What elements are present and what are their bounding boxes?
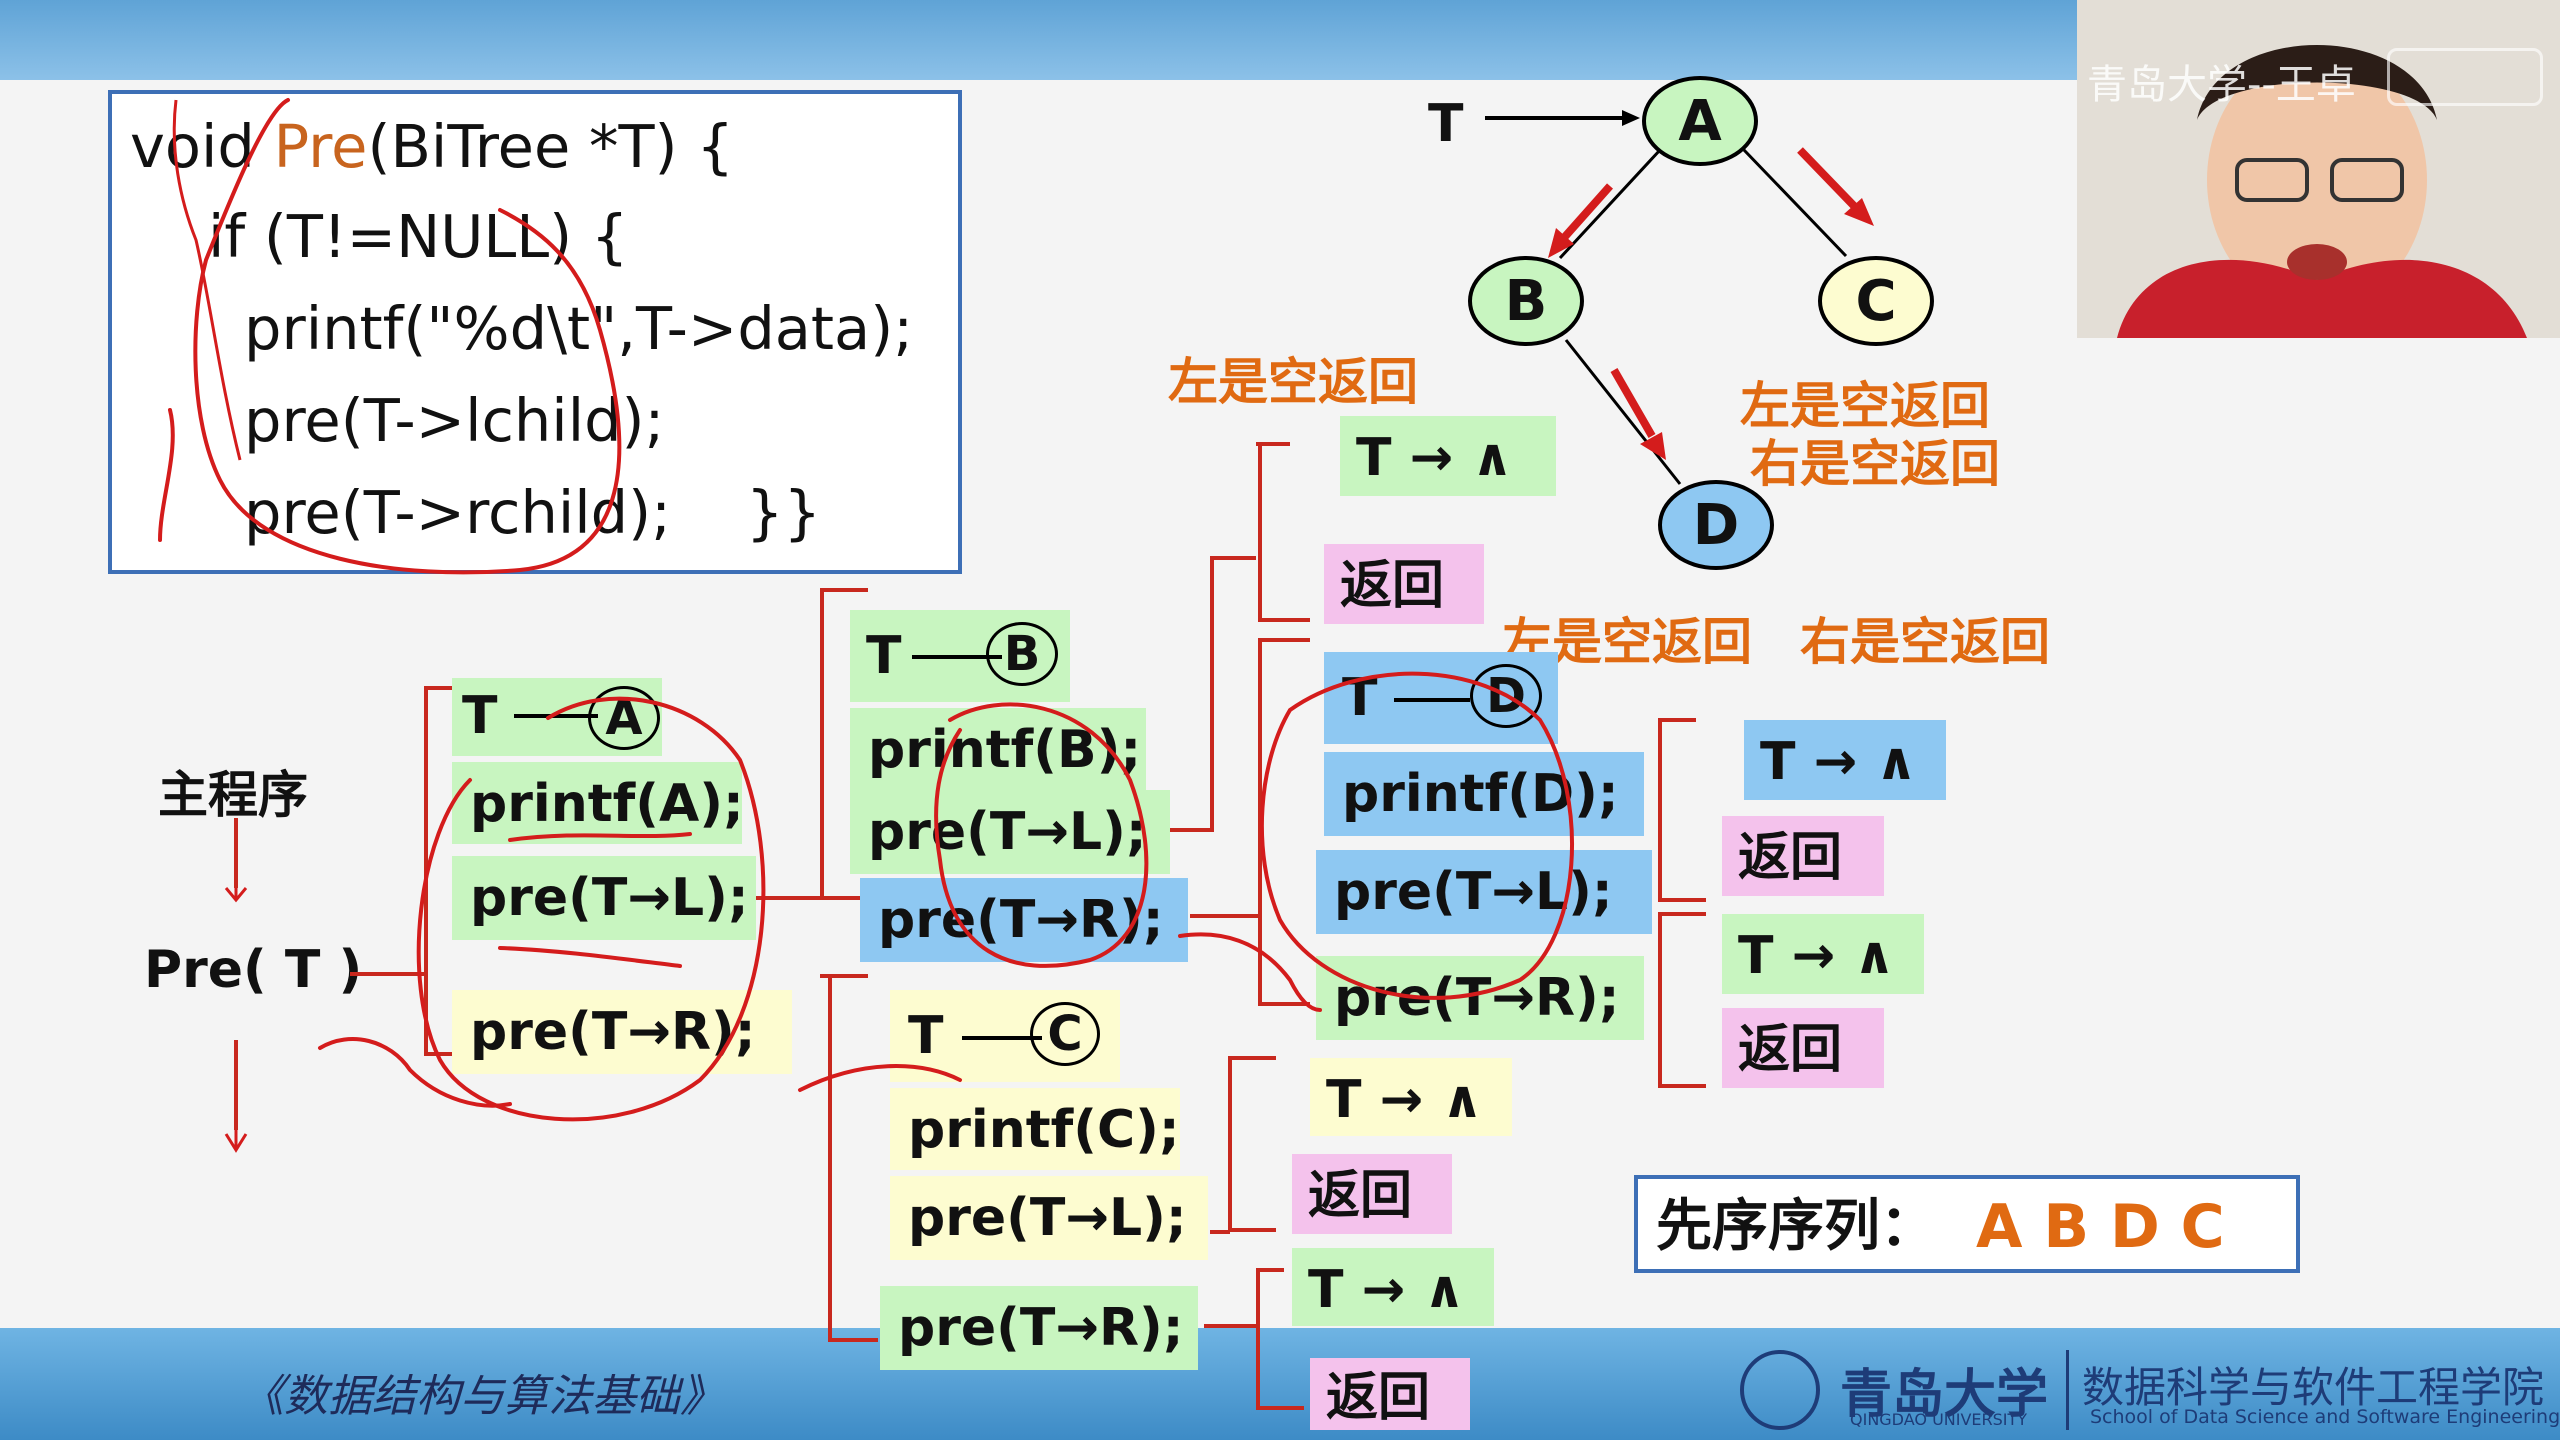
level-c-pre-right: pre(T→R);: [880, 1286, 1198, 1370]
presenter-image: [2077, 0, 2560, 338]
arrow-icon: →: [1065, 1188, 1109, 1248]
webcam-overlay: 青岛大学--王卓: [2077, 0, 2560, 338]
school-name-en: School of Data Science and Software Engi…: [2090, 1406, 2560, 1428]
null-d-right: T → ∧: [1722, 914, 1924, 994]
level-a-printf: printf(A);: [452, 762, 744, 844]
arrow-icon: →: [627, 1002, 671, 1062]
arrow-icon: →: [1491, 862, 1535, 922]
code-line-1: void Pre(BiTree *T) {: [130, 112, 734, 181]
tree-node-a: A: [1642, 76, 1758, 166]
level-b-printf: printf(B);: [850, 708, 1146, 792]
level-b-node: B: [986, 622, 1058, 686]
level-b-pre-right: pre(T→R);: [860, 878, 1188, 962]
arrow-icon: →: [627, 868, 671, 928]
tree-pointer-label: T: [1428, 94, 1464, 154]
code-line-5: pre(T->rchild); }}: [244, 478, 822, 547]
return-c-right: 返回: [1310, 1358, 1470, 1430]
return-d-left: 返回: [1722, 816, 1884, 896]
university-name-en: QINGDAO UNIVERSITY: [1850, 1410, 2028, 1429]
code-line-3: printf("%d\t",T->data);: [244, 294, 914, 363]
level-c-node: C: [1030, 1002, 1100, 1066]
null-b-left: T → ∧: [1340, 416, 1556, 496]
return-c-left: 返回: [1292, 1154, 1452, 1234]
preorder-sequence-box: 先序序列： A B D C: [1634, 1175, 2300, 1273]
arrow-icon: [514, 714, 598, 718]
arrow-icon: [912, 655, 1002, 659]
code-box: void Pre(BiTree *T) { if (T!=NULL) { pri…: [108, 90, 962, 574]
level-c-t: T: [908, 1006, 944, 1066]
level-b-t: T: [866, 626, 902, 686]
arrow-icon: →: [1361, 1070, 1442, 1130]
code-line-2: if (T!=NULL) {: [208, 202, 629, 271]
tree-node-d: D: [1658, 480, 1774, 570]
tree-node-c: C: [1818, 256, 1934, 346]
bottom-bar: [0, 1328, 2560, 1440]
level-d-printf: printf(D);: [1324, 752, 1644, 836]
footer-divider: [2066, 1350, 2069, 1430]
level-d-pre-left: pre(T→L);: [1316, 850, 1652, 934]
level-a-pre-right: pre(T→R);: [452, 990, 792, 1074]
arrow-icon: →: [1795, 732, 1876, 792]
arrow-icon: →: [1343, 1260, 1424, 1320]
university-logo-icon: [1740, 1350, 1820, 1430]
null-d-left: T → ∧: [1744, 720, 1946, 800]
note-c-left-empty: 左是空返回: [1740, 377, 1990, 435]
main-program-label: 主程序: [158, 766, 308, 824]
arrow-icon: →: [1025, 802, 1069, 862]
level-c-printf: printf(C);: [890, 1088, 1180, 1170]
arrow-icon: →: [1035, 890, 1079, 950]
sequence-label: 先序序列：: [1656, 1194, 1936, 1259]
course-title: 《数据结构与算法基础》: [240, 1371, 724, 1422]
level-a-t: T: [462, 686, 498, 746]
pre-call-label: Pre( T ): [144, 940, 363, 1000]
webcam-watermark: 青岛大学--王卓: [2087, 62, 2356, 108]
level-a-t-block: T A: [452, 678, 662, 756]
level-a-node: A: [588, 686, 660, 750]
note-c-right-empty: 右是空返回: [1750, 435, 2000, 493]
note-b-left-empty: 左是空返回: [1168, 353, 1418, 411]
null-c-right: T → ∧: [1292, 1248, 1494, 1326]
arrow-icon: →: [1055, 1298, 1099, 1358]
arrow-icon: [962, 1036, 1042, 1040]
return-d-right: 返回: [1722, 1008, 1884, 1088]
level-a-pre-left: pre(T→L);: [452, 856, 756, 940]
arrow-icon: →: [1773, 926, 1854, 986]
bilibili-logo-icon: [2387, 48, 2543, 106]
level-b-t-block: T B: [850, 610, 1070, 702]
arrow-icon: →: [1491, 968, 1535, 1028]
level-c-pre-left: pre(T→L);: [890, 1176, 1208, 1260]
university-name-cn: 青岛大学: [1840, 1364, 2049, 1425]
tree-node-b: B: [1468, 256, 1584, 346]
level-c-t-block: T C: [890, 990, 1120, 1082]
level-d-pre-right: pre(T→R);: [1316, 956, 1644, 1040]
code-line-4: pre(T->lchild);: [244, 386, 665, 455]
note-d-right-empty: 右是空返回: [1800, 613, 2050, 671]
null-c-left: T → ∧: [1310, 1058, 1512, 1136]
arrow-icon: →: [1391, 428, 1472, 488]
level-d-t-block: T D: [1324, 652, 1558, 744]
return-b-left: 返回: [1324, 544, 1484, 624]
arrow-icon: [1394, 698, 1470, 702]
level-b-pre-left: pre(T→L);: [850, 790, 1170, 874]
sequence-values: A B D C: [1976, 1192, 2225, 1262]
school-name-cn: 数据科学与软件工程学院: [2082, 1363, 2545, 1412]
